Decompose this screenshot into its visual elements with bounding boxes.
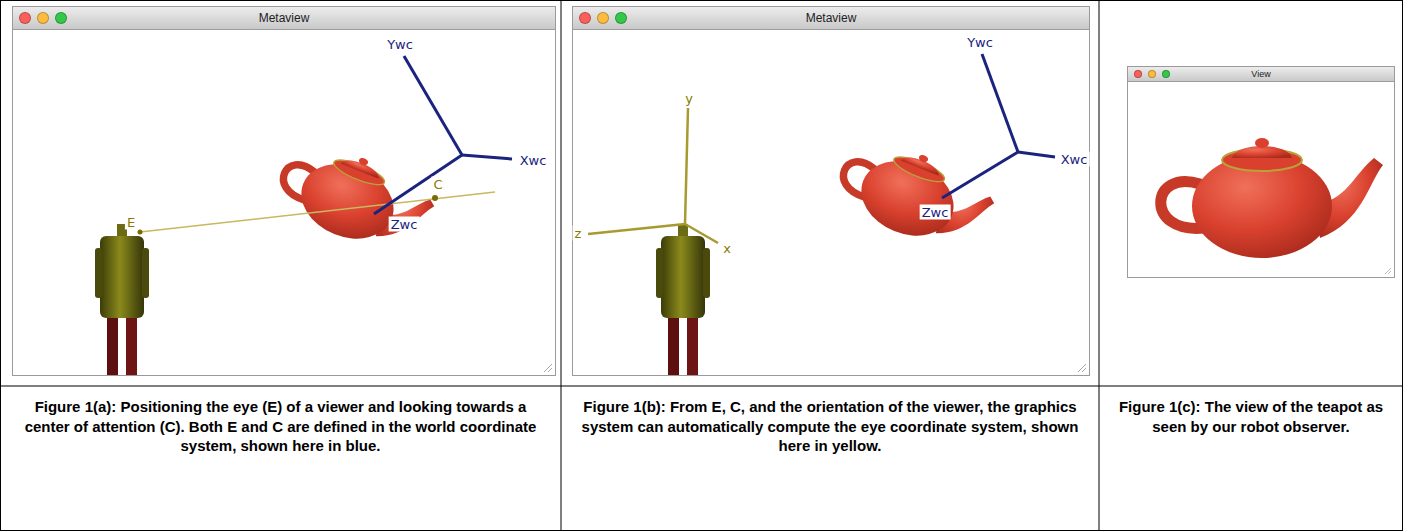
window-ground <box>12 6 556 376</box>
axis-label: Zwc <box>920 205 951 220</box>
axis-label: y <box>683 91 695 106</box>
caption-text: Figure 1(a): Positioning the eye (E) of … <box>13 397 548 456</box>
app-window: Metaview <box>12 6 556 376</box>
axis-label: z <box>573 226 584 241</box>
axis-label: Xwc <box>518 153 549 168</box>
axis-label: C <box>431 177 444 192</box>
caption-text: Figure 1(b): From E, C, and the orientat… <box>574 397 1086 456</box>
window-button <box>1148 70 1156 78</box>
axis-label: E <box>125 215 137 230</box>
caption-cell: Figure 1(b): From E, C, and the orientat… <box>562 387 1098 530</box>
panel-a-scene <box>95 56 552 376</box>
axis-label: x <box>721 241 733 256</box>
panel-b-scene <box>588 54 1086 376</box>
window-button <box>615 12 627 24</box>
axis-label: Xwc <box>1059 152 1090 167</box>
caption-cell: Figure 1(c): The view of the teapot as s… <box>1100 387 1402 530</box>
axis-label: Ywc <box>965 35 995 50</box>
window-title: View <box>1251 69 1270 79</box>
window-button <box>55 12 67 24</box>
window-button <box>19 12 31 24</box>
window-button <box>1134 70 1142 78</box>
title-bar: Metaview <box>13 7 555 30</box>
axis-label: Ywc <box>385 37 415 52</box>
window-button <box>579 12 591 24</box>
window-title: Metaview <box>806 11 857 25</box>
app-window: Metaview <box>572 6 1090 376</box>
window-ground <box>572 6 1090 376</box>
window-button <box>37 12 49 24</box>
window-button <box>597 12 609 24</box>
title-bar: View <box>1128 67 1394 82</box>
window-button <box>1162 70 1170 78</box>
caption-text: Figure 1(c): The view of the teapot as s… <box>1112 397 1390 436</box>
window-title: Metaview <box>259 11 310 25</box>
window-ground <box>1127 66 1395 278</box>
caption-cell: Figure 1(a): Positioning the eye (E) of … <box>1 387 560 530</box>
panel-c-scene <box>1161 138 1391 274</box>
axis-label: Zwc <box>389 217 420 232</box>
title-bar: Metaview <box>573 7 1089 30</box>
app-window: View <box>1127 66 1395 278</box>
